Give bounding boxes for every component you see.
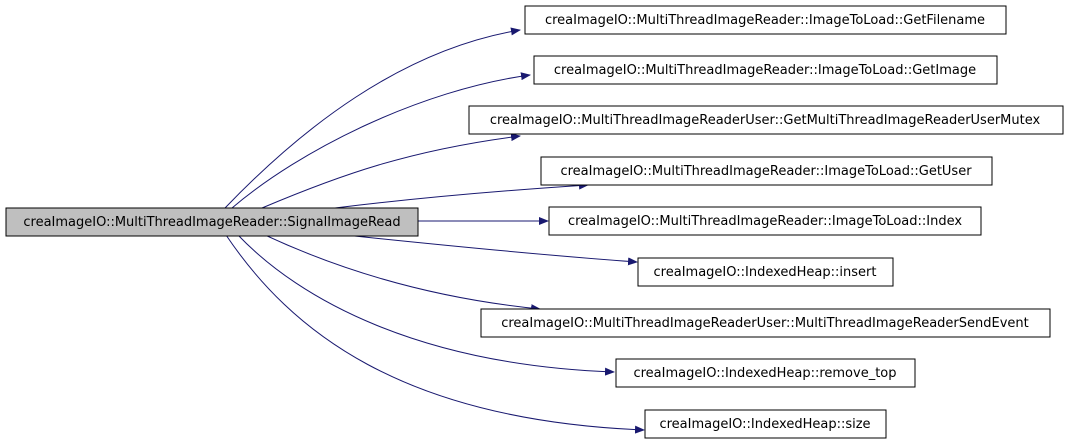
edge-getimage — [231, 72, 531, 209]
edge-insert — [344, 234, 638, 266]
node-getmutex[interactable]: creaImageIO::MultiThreadImageReaderUser:… — [468, 105, 1064, 135]
node-getuser-label: creaImageIO::MultiThreadImageReader::Ima… — [560, 164, 972, 179]
node-getuser[interactable]: creaImageIO::MultiThreadImageReader::Ima… — [540, 156, 993, 186]
edge-size — [225, 234, 645, 434]
node-source[interactable]: creaImageIO::MultiThreadImageReader::Sig… — [5, 207, 419, 237]
node-size-label: creaImageIO::IndexedHeap::size — [659, 417, 870, 432]
node-source-label: creaImageIO::MultiThreadImageReader::Sig… — [23, 215, 400, 230]
edge-getuser — [334, 181, 589, 209]
edge-sendevent — [264, 234, 541, 313]
edge-getfilename — [224, 27, 521, 209]
node-index[interactable]: creaImageIO::MultiThreadImageReader::Ima… — [548, 206, 982, 236]
node-getmutex-label: creaImageIO::MultiThreadImageReaderUser:… — [490, 113, 1041, 128]
node-index-label: creaImageIO::MultiThreadImageReader::Ima… — [568, 214, 962, 229]
node-remove-top[interactable]: creaImageIO::IndexedHeap::remove_top — [615, 358, 916, 388]
node-size[interactable]: creaImageIO::IndexedHeap::size — [644, 409, 887, 439]
node-getfilename-label: creaImageIO::MultiThreadImageReader::Ima… — [545, 13, 985, 28]
node-remove-top-label: creaImageIO::IndexedHeap::remove_top — [633, 366, 896, 381]
node-sendevent-label: creaImageIO::MultiThreadImageReaderUser:… — [501, 316, 1029, 331]
edge-remove-top — [237, 234, 615, 376]
node-insert[interactable]: creaImageIO::IndexedHeap::insert — [637, 257, 894, 287]
node-sendevent[interactable]: creaImageIO::MultiThreadImageReaderUser:… — [480, 308, 1051, 338]
node-getimage-label: creaImageIO::MultiThreadImageReader::Ima… — [554, 63, 976, 78]
node-insert-label: creaImageIO::IndexedHeap::insert — [654, 265, 877, 280]
node-getfilename[interactable]: creaImageIO::MultiThreadImageReader::Ima… — [524, 5, 1007, 35]
node-getimage[interactable]: creaImageIO::MultiThreadImageReader::Ima… — [533, 55, 998, 85]
edge-getmutex — [261, 133, 521, 209]
edges — [224, 27, 645, 434]
